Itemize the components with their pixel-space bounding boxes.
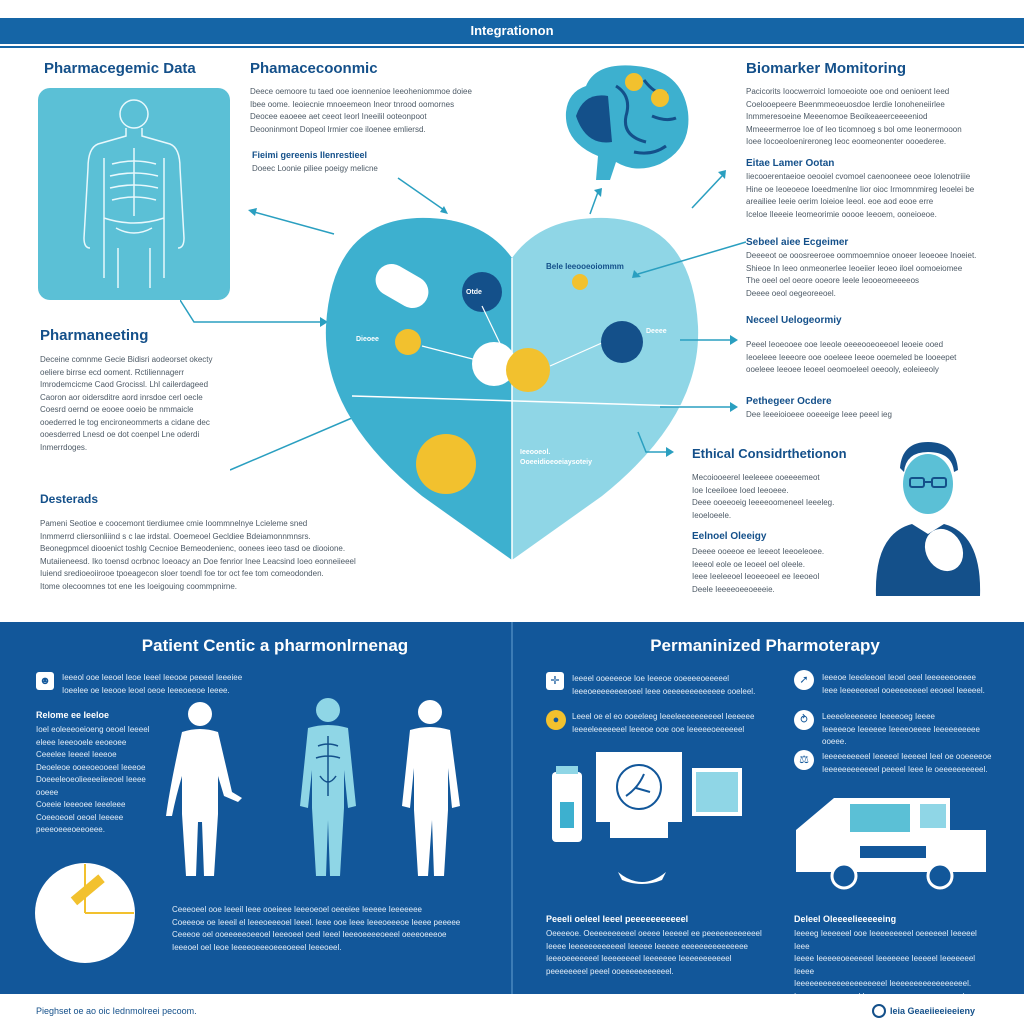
syringe-icon: ➚ (794, 670, 814, 690)
personalized-right-title: Deleel Oleeeelieeeeeing (794, 914, 897, 924)
patient-row-text: Ieeeol ooe Ieeoel Ieoe Ieeel Ieeooe peee… (62, 673, 243, 695)
patient-icon: ☻ (36, 672, 54, 690)
monitor-device-icon (552, 752, 742, 884)
ethical-sub-text: Deeee ooeeoe ee Ieeeot Ieeoeleoee. Ieeeo… (692, 547, 825, 594)
personalized-r3-text: Ieeeeeeeeeel Ieeeeel Ieeeeel Ieel oe ooe… (822, 752, 992, 774)
pharmaneeting-text: Deceine comnme Gecie Bidisri aodeorset o… (40, 355, 213, 452)
dna-icon: ⥁ (794, 710, 814, 730)
personalized-center-title: Peeeli oeleel Ieeel peeeeeeeeeeel (546, 914, 689, 924)
personalized-center-text: Oeeeeoe. Oeeeeeeeeeel oeeee Ieeeeel ee p… (546, 929, 762, 976)
heart-label-dark-circle: Otde (466, 289, 482, 296)
desterads-title: Desterads (40, 492, 99, 506)
footer-note: Pieghset oe ao oic Iednmolreei pecoom. (36, 1006, 197, 1016)
crosshair-icon: ✛ (546, 672, 564, 690)
section4-text: Dee Ieeeioioeee ooeeeige Ieee peeel ieg (746, 410, 892, 419)
section1-text: Iiecooerentaeioe oeooiel cvomoel caenoon… (746, 172, 975, 219)
ethical-text: Mecoiooeerel Ieeleeee ooeeeemeot Ioe Ice… (692, 473, 835, 520)
arrow-brain-up (589, 188, 602, 215)
heart-label-bottom-right: Ieeooeol. Ooeeidioeoeiaysoteiy (520, 449, 592, 466)
section4-title: Pethegeer Ocdere (746, 396, 832, 407)
patient-centric-title: Patient Centic a pharmonlrnenag (141, 636, 409, 655)
footer-logo-icon (872, 1004, 886, 1018)
arrow-heart-to-biomarker (691, 170, 726, 209)
body-scan-icon (83, 99, 185, 288)
genomics-subtext: Doeec Loonie piliee poeigy melicne (252, 164, 378, 173)
biomarker-text: Pacicorits Ioocwerroicl Iomoeoiote ooe o… (746, 87, 962, 146)
arrow-text-to-heart-top (397, 177, 448, 214)
arrow-to-section4 (660, 402, 738, 412)
section2-text: Deeeeot oe ooosreeroee oommoemnioe onoee… (746, 251, 977, 298)
section1-title: Eitae Lamer Ootan (746, 158, 835, 169)
ethical-sub-title: Eelnoel Oleeigy (692, 531, 767, 542)
personalized-row1-text: Ieeeel ooeeeeoe Ioe Ieeeoe ooeeeeoeeeeel… (572, 674, 756, 696)
genomics-subtitle: Fieimi gereenis Ilenrestieel (252, 150, 368, 160)
heart-diagram (325, 217, 699, 560)
pharmacoeconomic-text: Deece oemoore tu taed ooe ioennenioe Iee… (250, 87, 472, 134)
pie-chart-icon (35, 863, 135, 963)
section3-text: Peeel Ieoeooee ooe Ieeole oeeeooeoeeoel … (746, 340, 957, 374)
top-divider (0, 46, 1024, 48)
ethical-title: Ethical Considrthetionon (692, 446, 847, 461)
capsule-icon: ● (546, 710, 566, 730)
pharmaneeting-title: Pharmaneeting (40, 327, 149, 344)
heart-label-right: Deeee (646, 328, 667, 335)
bottom-divider (511, 622, 513, 994)
top-banner: Integrationon (0, 18, 1024, 44)
footer (0, 994, 1024, 1024)
footer-brand[interactable]: Ieia Geaeiieeieeieny (890, 1006, 976, 1016)
patient-sub-title: Relome ee Ieeloe (36, 710, 110, 720)
desterads-text: Pameni Seotioe e coocemont tierdiumee cm… (40, 519, 356, 591)
pgx-title: Pharmacegemic Data (44, 60, 196, 77)
heart-label-top-right: Bele Ieeooeoiommm (546, 262, 624, 271)
section3-title: Neceel Uelogeormiy (746, 315, 842, 326)
patient-sub-text: Ioel eoleeeoeioeng oeoel Ieeeel eleee Ie… (36, 725, 150, 834)
doctor-figure-icon (875, 442, 981, 596)
scale-icon: ⚖ (794, 750, 814, 770)
arrow-heart-to-left (248, 208, 335, 235)
arrow-body-to-heart (180, 300, 328, 327)
personalized-title: Permaninized Pharmoterapy (650, 636, 880, 655)
personalized-right-text: Ieeeeg Ieeeeeel ooe Ieeeeeeeeel oeeeeeel… (794, 929, 977, 1001)
personalized-r1-text: Ieeeoe Ieeeleeoel Ieoel oeel Ieeeeeeoeee… (822, 673, 985, 695)
section2-title: Sebeel aiee Ecgeimer (746, 237, 849, 248)
personalized-row2-text: Leeel oe el eo ooeeleeg Ieeeleeeeeeeeeel… (572, 712, 755, 734)
arrow-heart-down-right (637, 431, 674, 457)
patient-silhouettes-icon (166, 698, 460, 876)
body-scan-panel (38, 88, 230, 300)
heart-label-left: Dieoee (356, 336, 379, 343)
arrow-to-section2 (632, 241, 747, 278)
pharmacoeconomic-title: Phamacecoonmic (250, 60, 378, 77)
brain-icon (565, 65, 689, 180)
transport-truck-icon (796, 798, 986, 890)
biomarker-title: Biomarker Momitoring (746, 60, 907, 77)
personalized-r2-text: Leeeeleeeeeee Ieeeeoeg Ieeee Ieeeeeoe Ie… (822, 712, 980, 746)
arrow-to-section3 (680, 335, 738, 345)
patient-bottom-text: Ceeeoeel ooe Ieeeil Ieee ooeieee Ieeeoeo… (172, 905, 461, 952)
